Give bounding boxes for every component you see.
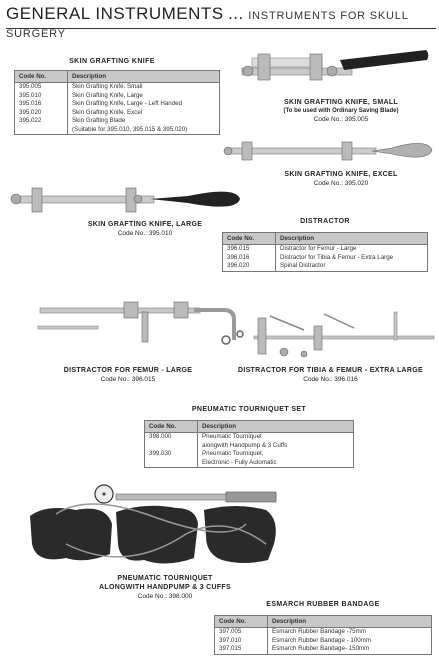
cell-code: 396.015 (222, 244, 276, 254)
caption-code: Code No.: 396.016 (303, 376, 358, 383)
table-header-row: Code No. Description (222, 232, 428, 245)
cell-desc: Electronic - Fully Automatic (197, 458, 354, 468)
page-header: GENERAL INSTRUMENTS ... INSTRUMENTS FOR … (6, 4, 436, 40)
cell-desc: Esmarch Rubber Bandage - 100mm (267, 636, 432, 645)
cell-code: 395.010 (14, 91, 68, 100)
cell-code: 397.010 (214, 636, 268, 645)
caption-distractor-tibia: DISTRACTOR FOR TIBIA & FEMUR - EXTRA LAR… (228, 366, 433, 384)
skin-knife-small-image (241, 50, 429, 81)
caption-name: DISTRACTOR FOR TIBIA & FEMUR - EXTRA LAR… (237, 367, 423, 374)
caption-name: PNEUMATIC TOURNIQUET (117, 575, 213, 582)
caption-code: Code No.: 395.005 (313, 116, 369, 123)
cell-desc: Skin Grafting Knife, Excel (67, 108, 220, 117)
caption-name: DISTRACTOR FOR FEMUR - LARGE (63, 367, 193, 374)
cell-desc: Esmarch Rubber Bandage -75mm (267, 627, 432, 637)
cell-desc: (Suitable for 395.010, 395.015 & 395.020… (67, 125, 220, 135)
col-code: Code No. (14, 70, 68, 83)
col-description: Description (67, 70, 220, 83)
caption-knife-small: SKIN GRAFTING KNIFE, SMALL (To be used w… (246, 98, 436, 124)
cell-desc: Esmarch Rubber Bandage- 150mm (267, 645, 432, 655)
esmarch-title: ESMARCH RUBBER BANDAGE (266, 601, 380, 608)
caption-knife-excel: SKIN GRAFTING KNIFE, EXCEL Code No.: 395… (246, 170, 436, 188)
cell-code (14, 125, 68, 135)
skin-knife-title: SKIN GRAFTING KNIFE (69, 58, 155, 65)
tourniquet-pump-image (30, 484, 277, 564)
caption-code: Code No.: 395.010 (117, 230, 173, 237)
skin-knife-excel-image (223, 141, 433, 161)
cell-code (144, 441, 198, 450)
cell-desc: Skin Grafting Knife, Small (67, 82, 220, 92)
cell-code: 396.020 (222, 262, 276, 272)
table-row: Electronic - Fully Automatic (144, 458, 354, 468)
cell-code: 395.022 (14, 117, 68, 126)
table-row: (Suitable for 395.010, 395.015 & 395.020… (14, 125, 220, 135)
page-subtitle: INSTRUMENTS FOR SKULL SURGERY (6, 10, 409, 40)
cell-code: 396.016 (222, 253, 276, 262)
cell-desc: Skin Grafting Knife, Large - Left Handed (67, 100, 220, 109)
col-code: Code No. (214, 615, 268, 628)
table-header-row: Code No. Description (14, 70, 220, 83)
title-dots: ... (228, 4, 244, 23)
col-description: Description (197, 420, 354, 433)
col-description: Description (267, 615, 432, 628)
caption-distractor-femur: DISTRACTOR FOR FEMUR - LARGE Code No.: 3… (38, 366, 218, 384)
cell-desc: Skin Grafting Knife, Large (67, 91, 220, 100)
cell-desc: alongwith Handpump & 3 Cuffs (197, 441, 354, 450)
cell-code: 395.020 (14, 108, 68, 117)
table-header-row: Code No. Description (144, 420, 354, 433)
col-code: Code No. (144, 420, 198, 433)
col-description: Description (275, 232, 428, 245)
distractor-title: DISTRACTOR (300, 218, 350, 225)
caption-knife-large: SKIN GRAFTING KNIFE, LARGE Code No.: 395… (50, 220, 240, 238)
cell-desc: Distractor for Femur - Large (275, 244, 428, 254)
cell-desc: Distractor for Tibia & Femur - Extra Lar… (275, 253, 428, 262)
cell-desc: Pneumatic Tourniquet (197, 432, 354, 442)
cell-code: 398.000 (144, 432, 198, 442)
table-header-row: Code No. Description (214, 615, 432, 628)
distractor-tibia-image (253, 311, 435, 358)
cell-code: 395.005 (14, 82, 68, 92)
caption-code: Code No.: 396.015 (100, 376, 156, 383)
caption-code: Code No.: 398.000 (137, 593, 193, 600)
distractor-femur-image (37, 301, 244, 345)
skin-knife-large-image (10, 187, 240, 213)
col-code: Code No. (222, 232, 276, 245)
page-title: GENERAL INSTRUMENTS (6, 4, 224, 23)
caption-name: SKIN GRAFTING KNIFE, EXCEL (284, 171, 398, 178)
cell-desc: Skin Grafting Blade (67, 117, 220, 126)
caption-code: Code No.: 395.020 (313, 180, 369, 187)
cell-code (144, 458, 198, 468)
cell-code: 397.005 (214, 627, 268, 637)
cell-desc: Spinal Distractor (275, 262, 428, 272)
table-row: alongwith Handpump & 3 Cuffs (144, 441, 354, 450)
cell-desc: Pneumatic Tourniquet, (197, 450, 354, 459)
cell-code: 395.016 (14, 100, 68, 109)
caption-name: SKIN GRAFTING KNIFE, LARGE (87, 221, 203, 228)
cell-code: 397.015 (214, 645, 268, 655)
tourniquet-title: PNEUMATIC TOURNIQUET SET (191, 406, 307, 413)
caption-tourniquet: PNEUMATIC TOURNIQUET ALONGWITH HANDPUMP … (80, 574, 250, 601)
caption-name: SKIN GRAFTING KNIFE, SMALL (284, 99, 398, 106)
caption-sub: (To be used with Ordinary Saving Blade) (283, 108, 399, 114)
cell-code: 399.030 (144, 450, 198, 459)
caption-name-2: ALONGWITH HANDPUMP & 3 CUFFS (99, 584, 231, 591)
